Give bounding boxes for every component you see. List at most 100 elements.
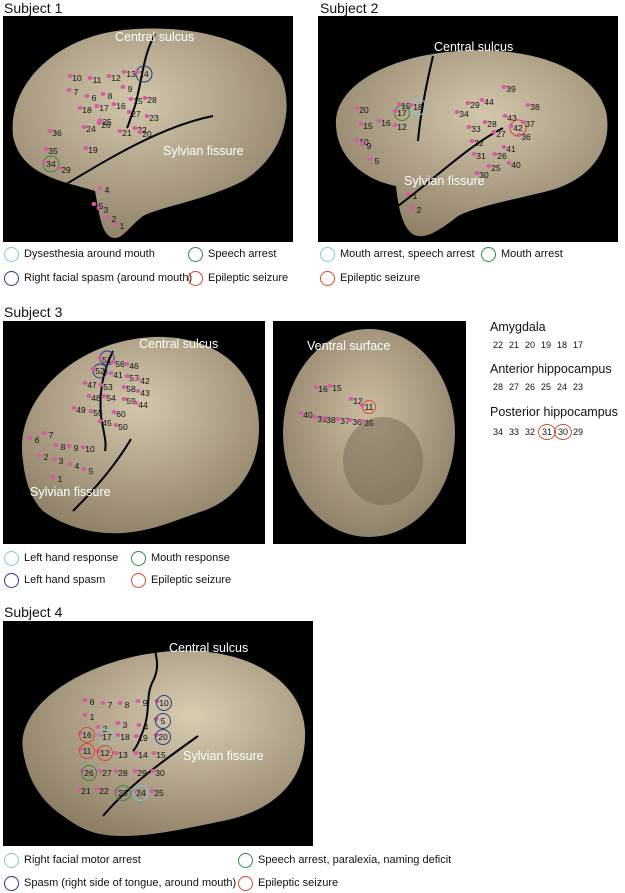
electrode-label: 15 <box>156 750 166 760</box>
response-ring <box>115 785 131 801</box>
electrode-label: 14 <box>139 69 149 79</box>
depth-electrode-number: 18 <box>556 340 567 350</box>
subject2-central-sulcus-label: Central sulcus <box>434 40 514 54</box>
electrode-dot <box>367 157 373 161</box>
electrode-dot <box>97 356 103 360</box>
electrode-label: 40 <box>511 160 521 170</box>
electrode-label: 47 <box>87 380 97 390</box>
electrode-dot <box>111 410 117 414</box>
electrode-label: 2 <box>111 214 117 224</box>
electrode-dot <box>506 161 512 165</box>
electrode-label: 15 <box>133 96 143 106</box>
electrode-label: 3 <box>58 456 64 466</box>
legend-label: Dysesthesia around mouth <box>24 248 155 260</box>
electrode-dot <box>36 453 42 457</box>
electrode-label: 13 <box>126 69 136 79</box>
electrode-dot <box>466 125 472 129</box>
subject1-speech-arrest-ring <box>42 155 60 173</box>
electrode-label: 37 <box>525 119 535 129</box>
depth-electrode-number: 28 <box>492 382 503 392</box>
legend-label: Speech arrest, paralexia, naming deficit <box>258 854 452 866</box>
electrode-label: 29 <box>137 768 147 778</box>
electrode-dot <box>95 725 101 729</box>
electrode-label: 42 <box>513 123 523 133</box>
electrode-label: 1 <box>57 474 63 484</box>
electrode-dot <box>134 70 140 74</box>
depth-electrode-number: 32 <box>524 427 535 437</box>
electrode-dot <box>96 121 102 125</box>
subject3-ventral-brain-image <box>283 329 455 537</box>
electrode-dot <box>335 417 341 421</box>
electrode-label: 8 <box>124 700 130 710</box>
electrode-dot <box>327 384 333 388</box>
legend-label: Epileptic seizure <box>208 272 289 284</box>
electrode-label: 11 <box>364 402 374 412</box>
depth-electrode-number: 27 <box>508 382 519 392</box>
electrode-label: 36 <box>521 132 531 142</box>
electrode-dot <box>348 397 354 401</box>
subject1-brain-image <box>12 28 287 238</box>
electrode-dot <box>126 110 132 114</box>
electrode-dot <box>347 418 353 422</box>
electrode-label: 51 <box>102 355 112 365</box>
electrode-dot <box>67 462 73 466</box>
electrode-label: 7 <box>48 430 54 440</box>
electrode-label: 53 <box>103 382 113 392</box>
electrode-dot <box>97 769 103 773</box>
subject4-central-sulcus-label: Central sulcus <box>169 641 249 655</box>
electrode-label: 25 <box>154 788 164 798</box>
electrode-dot <box>298 411 304 415</box>
electrode-label: 10 <box>85 444 95 454</box>
subject1-sylvian-fissure-label: Sylvian fissure <box>163 144 244 158</box>
electrode-dot <box>66 88 72 92</box>
electrode-dot <box>111 102 117 106</box>
depth-electrode-number: 23 <box>572 382 583 392</box>
electrode-dot <box>100 92 106 96</box>
electrode-label: 56 <box>115 359 125 369</box>
electrode-dot <box>359 403 365 407</box>
electrode-dot <box>135 699 141 703</box>
electrode-label: 27 <box>131 109 141 119</box>
electrode-label: 35 <box>48 146 58 156</box>
electrode-label: 30 <box>479 170 489 180</box>
electrode-label: 18 <box>413 102 423 112</box>
electrode-label: 2 <box>416 205 422 215</box>
green-circle-icon <box>238 853 253 868</box>
electrode-label: 12 <box>111 73 121 83</box>
subject3-ventral-surface-label: Ventral surface <box>307 339 391 353</box>
electrode-dot <box>136 723 142 727</box>
electrode-dot <box>454 110 460 114</box>
electrode-label: 34 <box>46 159 56 169</box>
light-blue-circle-icon <box>4 247 19 262</box>
electrode-dot <box>525 103 531 107</box>
electrode-dot <box>150 769 156 773</box>
electrode-dot <box>501 145 507 149</box>
response-ring <box>79 743 95 759</box>
electrode-label: 6 <box>91 93 97 103</box>
electrode-label: 60 <box>116 409 126 419</box>
electrode-dot <box>97 419 103 423</box>
anterior-hippocampus-title: Anterior hippocampus <box>490 362 612 376</box>
amygdala-title: Amygdala <box>490 320 546 334</box>
electrode-dot <box>117 129 123 133</box>
electrode-label: 32 <box>474 138 484 148</box>
subject1-central-sulcus-label: Central sulcus <box>115 30 195 44</box>
electrode-dot <box>396 102 402 106</box>
electrode-dot <box>359 419 365 423</box>
response-ring <box>97 745 113 761</box>
electrode-label: 21 <box>81 786 91 796</box>
electrode-dot <box>84 94 90 98</box>
electrode-label: 25 <box>491 163 501 173</box>
electrode-dot <box>88 409 94 413</box>
legend-label: Left hand spasm <box>24 574 106 586</box>
electrode-dot <box>121 385 127 389</box>
electrode-dot <box>94 787 100 791</box>
legend-label: Epileptic seizure <box>340 272 421 284</box>
electrode-dot <box>142 96 148 100</box>
electrode-dot <box>91 202 97 206</box>
dark-blue-circle-icon <box>4 876 19 891</box>
electrode-dot <box>469 139 475 143</box>
